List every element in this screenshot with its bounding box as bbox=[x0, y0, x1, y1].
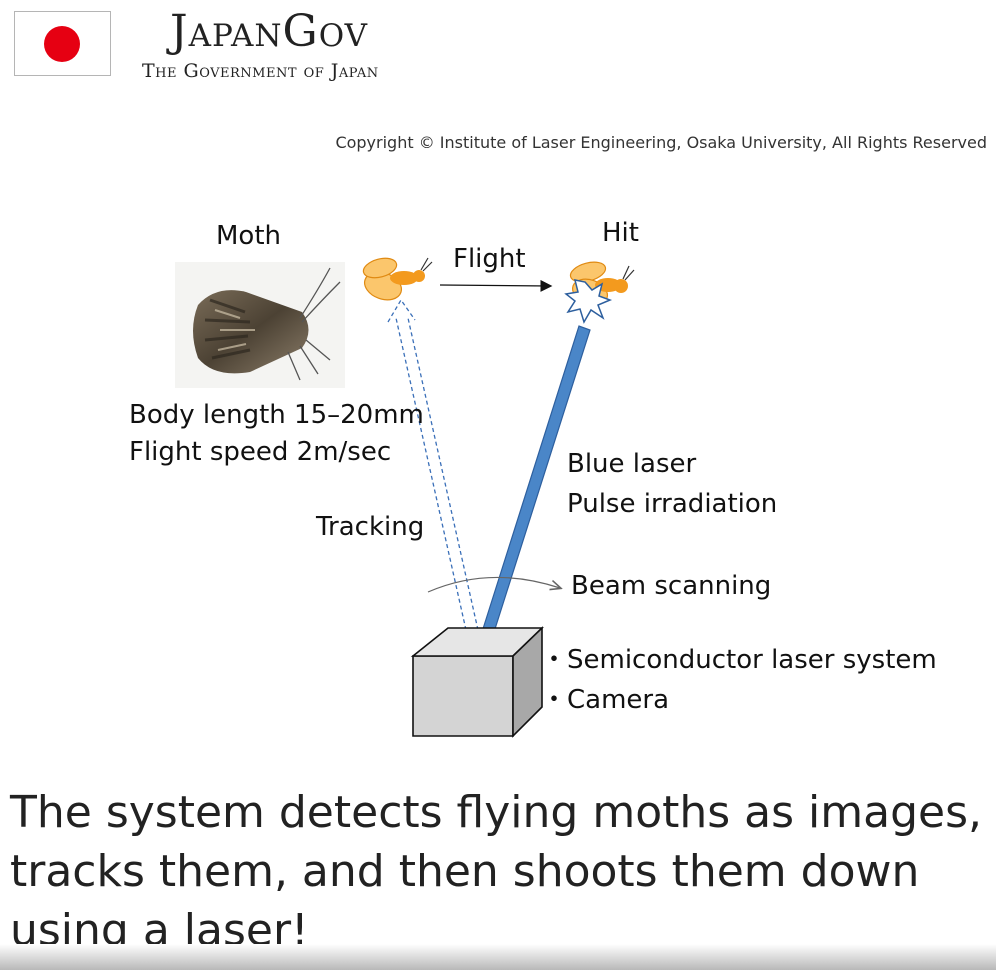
japan-flag-icon bbox=[14, 11, 111, 76]
bottom-shade-bar bbox=[0, 944, 996, 970]
flight-speed-text: Flight speed 2m/sec bbox=[129, 437, 392, 467]
semiconductor-laser-label: ・Semiconductor laser system bbox=[541, 645, 937, 675]
flag-sun bbox=[44, 26, 80, 62]
copyright-notice: Copyright © Institute of Laser Engineeri… bbox=[335, 133, 987, 152]
brand-subtitle: The Government of Japan bbox=[142, 60, 379, 82]
body-length-text: Body length 15–20mm bbox=[129, 400, 424, 430]
flight-arrow bbox=[439, 279, 553, 292]
flight-label: Flight bbox=[453, 244, 526, 274]
tracking-label: Tracking bbox=[316, 512, 425, 542]
hit-label: Hit bbox=[602, 218, 639, 248]
moth-label: Moth bbox=[216, 221, 282, 251]
beam-scanning-arrow bbox=[427, 576, 560, 593]
flying-moth-icon bbox=[362, 257, 433, 301]
impact-burst-icon bbox=[564, 279, 613, 324]
brand-logo[interactable]: JapanGov bbox=[170, 6, 368, 57]
moth-photo bbox=[175, 262, 345, 388]
camera-label: ・Camera bbox=[541, 685, 670, 715]
blue-laser-label: Blue laser bbox=[567, 449, 697, 479]
video-caption: The system detects flying moths as image… bbox=[10, 787, 982, 956]
pulse-irradiation-label: Pulse irradiation bbox=[567, 489, 778, 519]
tracking-beam bbox=[387, 298, 479, 631]
laser-system-box bbox=[410, 626, 544, 738]
beam-scanning-label: Beam scanning bbox=[571, 571, 772, 601]
